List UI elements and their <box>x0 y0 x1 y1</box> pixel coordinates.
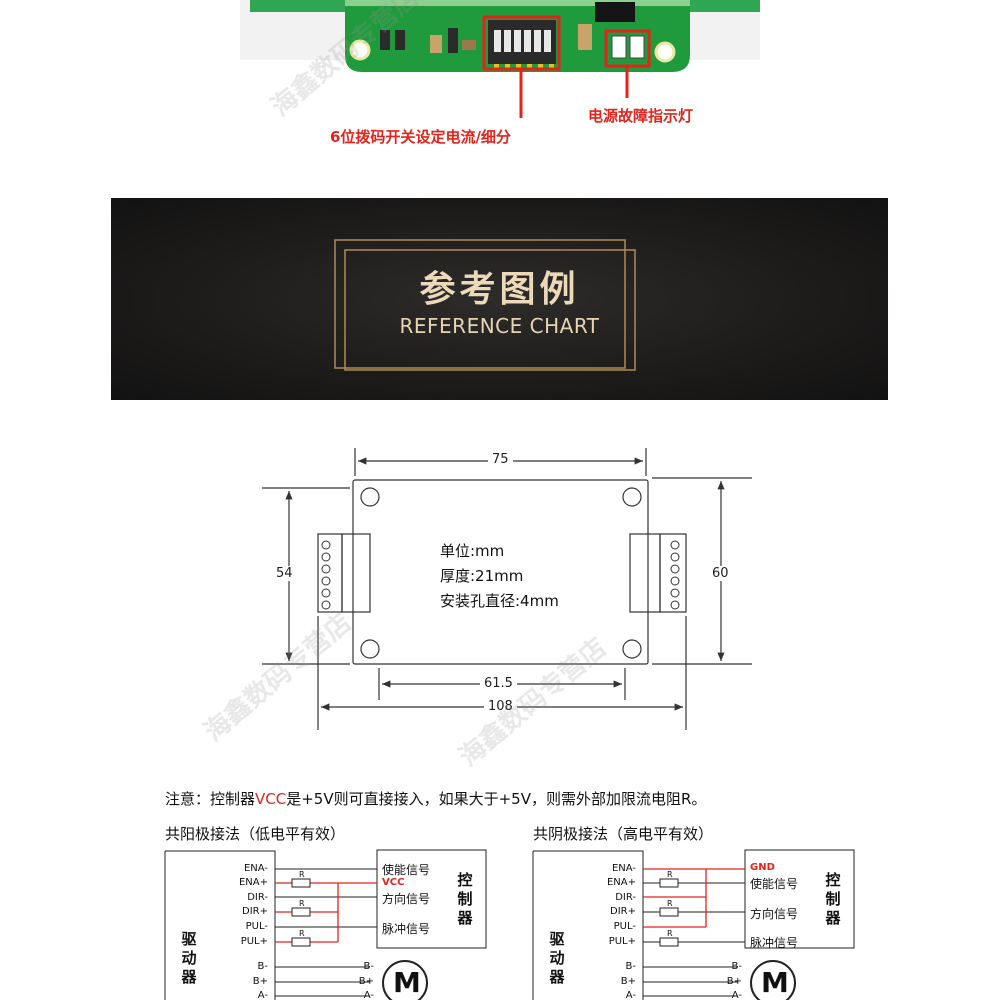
motor-pin-label: B+ <box>358 976 374 987</box>
motor-pin-label: B- <box>731 961 742 972</box>
signal-label: 脉冲信号 <box>382 922 431 936</box>
pin-label: ENA+ <box>238 877 268 888</box>
dim-height-left: 54 <box>272 566 297 581</box>
pin-label: PUL- <box>245 921 268 932</box>
motor-symbol: M <box>761 966 789 999</box>
driver-label: 驱动器 <box>549 930 565 986</box>
resistor-label: R <box>667 899 673 908</box>
pin-label: PUL+ <box>608 936 636 947</box>
resistor-label: R <box>667 870 673 879</box>
motor-pin-label: A- <box>363 990 374 1001</box>
resistor-label: R <box>667 929 673 938</box>
pin-label: B- <box>257 961 268 972</box>
driver-label: 驱动器 <box>181 930 197 986</box>
common-cathode-diagram: ENA- ENA+ DIR- DIR+ PUL- PUL+ B- B+ A- R… <box>528 845 868 1001</box>
resistor-label: R <box>299 929 305 938</box>
resistor-label: R <box>299 899 305 908</box>
common-cathode-heading: 共阴极接法（高电平有效） <box>533 825 714 843</box>
gnd-label: GND <box>750 862 775 873</box>
dim-height-right: 60 <box>708 566 733 581</box>
reference-banner: 参考图例 REFERENCE CHART <box>111 198 888 400</box>
note-suffix: 是+5V则可直接接入，如果大于+5V，则需外部加限流电阻R。 <box>286 790 707 808</box>
vcc-label: VCC <box>382 877 405 888</box>
pin-label: A- <box>257 990 268 1001</box>
power-led-callout: 电源故障指示灯 <box>588 107 694 125</box>
spec-thickness: 厚度:21mm <box>440 567 524 585</box>
motor-pin-label: B+ <box>726 976 742 987</box>
pin-label: B- <box>625 961 636 972</box>
banner-subtitle: REFERENCE CHART <box>399 314 600 338</box>
common-anode-diagram: ENA- ENA+ DIR- DIR+ PUL- PUL+ B- B+ A- R… <box>160 845 500 1001</box>
pin-label: DIR+ <box>610 906 636 917</box>
common-cathode-wires <box>532 849 855 1000</box>
pin-label: A- <box>625 990 636 1001</box>
banner-title: 参考图例 <box>419 269 580 310</box>
pin-label: ENA- <box>243 863 268 874</box>
pin-label: ENA+ <box>606 877 636 888</box>
spec-unit: 单位:mm <box>440 542 505 560</box>
pin-label: ENA- <box>611 863 636 874</box>
pin-label: DIR- <box>615 892 636 903</box>
pin-label: PUL+ <box>240 936 268 947</box>
dim-bottom-outer: 108 <box>484 699 517 714</box>
signal-label: 方向信号 <box>750 907 799 921</box>
pin-label: DIR- <box>247 892 268 903</box>
pin-label: PUL- <box>613 921 636 932</box>
motor-pin-label: A- <box>731 990 742 1001</box>
pin-label: DIR+ <box>242 906 268 917</box>
product-photo-area: 6位拨码开关设定电流/细分 电源故障指示灯 <box>0 0 1000 190</box>
signal-label: 方向信号 <box>382 892 431 906</box>
controller-label: 控制器 <box>457 871 473 927</box>
dimension-drawing: 75 54 60 61.5 108 单位:mm 厚度:21mm 安装孔直径:4m… <box>0 430 1000 760</box>
common-anode-heading: 共阳极接法（低电平有效） <box>165 825 346 843</box>
motor-symbol: M <box>393 966 421 999</box>
signal-label: 使能信号 <box>750 877 799 891</box>
dim-width-top: 75 <box>488 452 513 467</box>
signal-label: 脉冲信号 <box>750 936 799 950</box>
spec-hole: 安装孔直径:4mm <box>440 592 559 610</box>
board-photo <box>0 0 1000 190</box>
resistor-label: R <box>299 870 305 879</box>
controller-label: 控制器 <box>825 871 841 927</box>
pin-label: B+ <box>620 976 636 987</box>
common-anode-wires <box>164 849 487 1000</box>
wiring-note: 注意：控制器VCC是+5V则可直接接入，如果大于+5V，则需外部加限流电阻R。 <box>165 788 706 809</box>
pin-label: B+ <box>252 976 268 987</box>
note-vcc: VCC <box>255 790 287 808</box>
dip-switch-callout: 6位拨码开关设定电流/细分 <box>330 128 511 146</box>
motor-pin-label: B- <box>363 961 374 972</box>
signal-label: 使能信号 <box>382 863 431 877</box>
banner-frame <box>334 239 636 371</box>
note-prefix: 注意：控制器 <box>165 790 256 808</box>
dim-bottom-inner: 61.5 <box>480 676 517 691</box>
